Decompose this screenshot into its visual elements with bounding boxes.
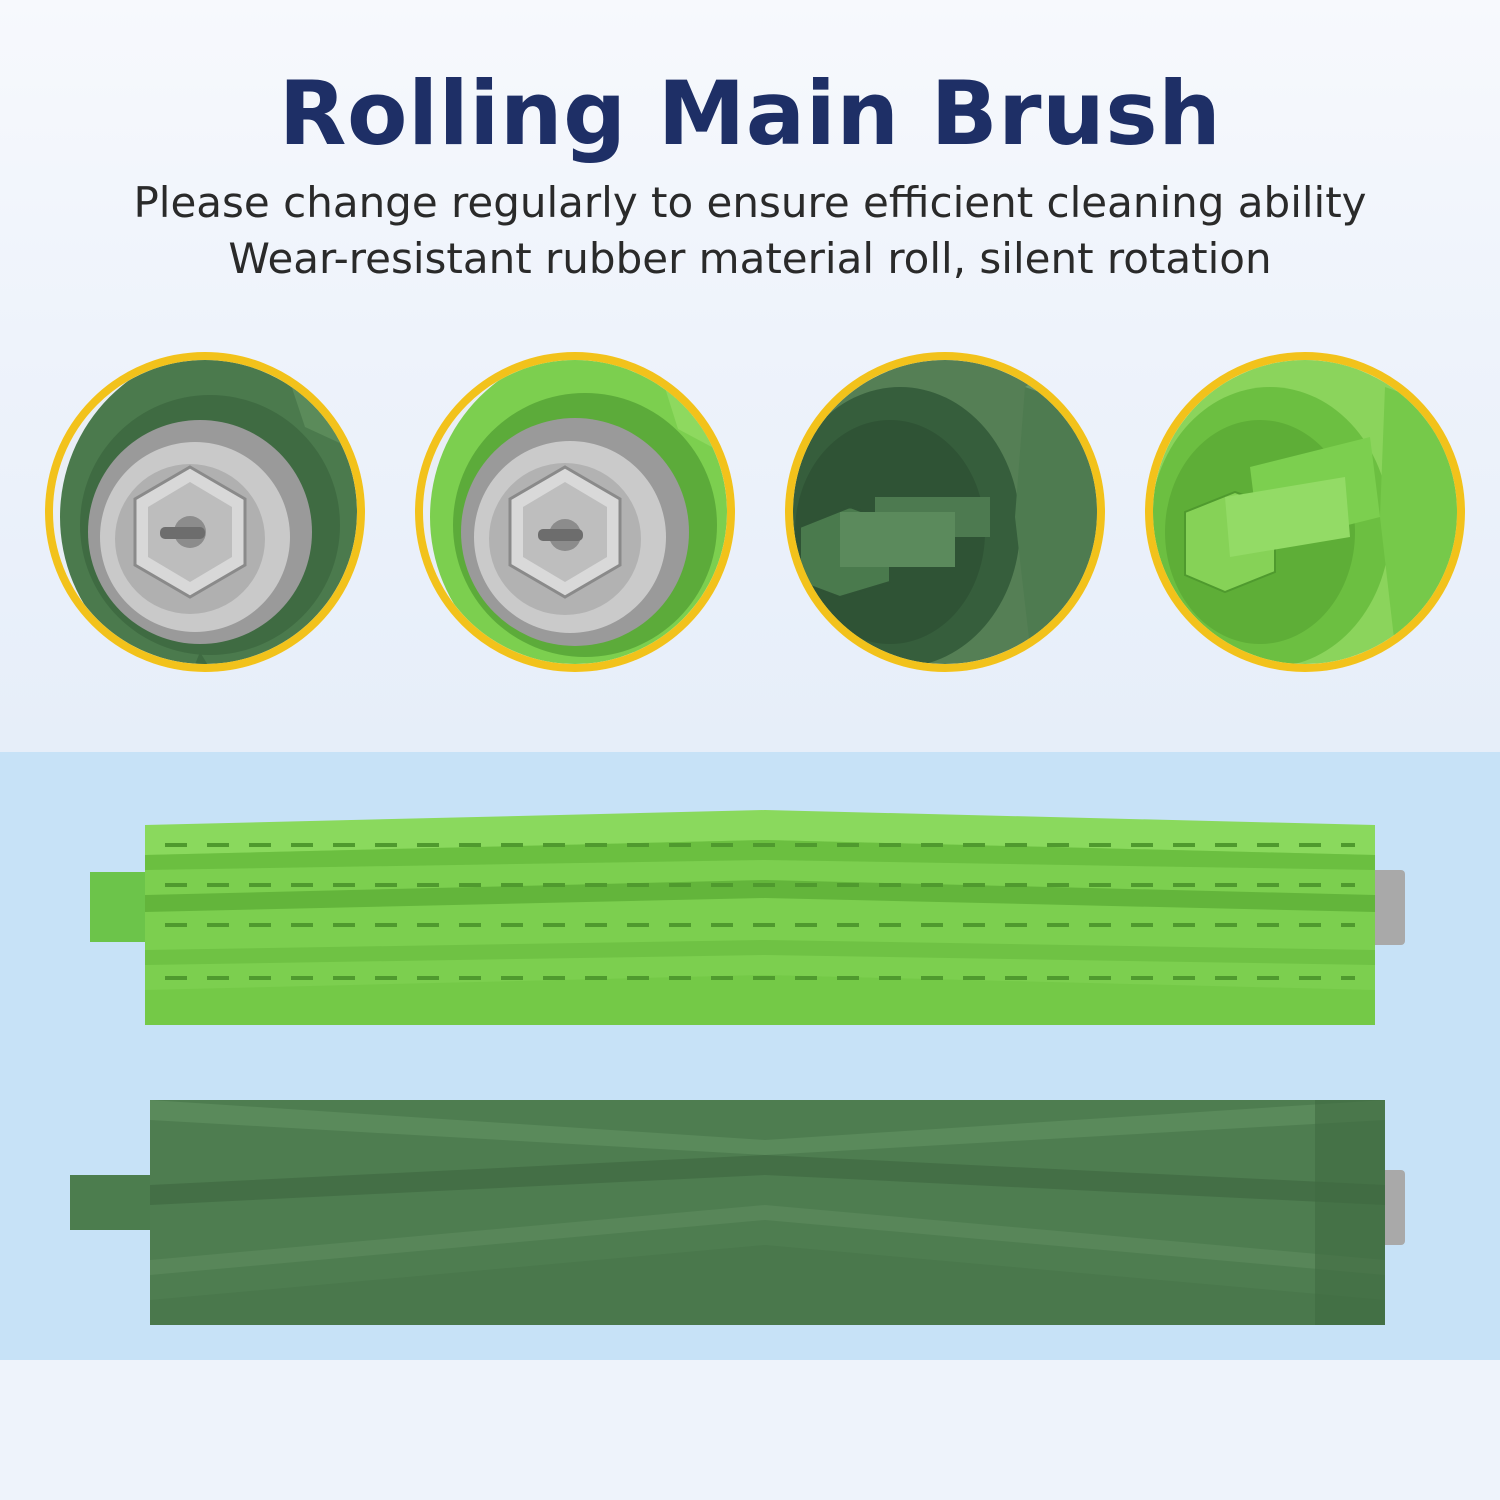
detail-circle-1: [40, 347, 370, 677]
detail-circle-3: [780, 347, 1110, 677]
dark-green-roller: [65, 1095, 1415, 1340]
light-green-roller-hex-shaft-icon: [1145, 352, 1465, 672]
light-green-roller: [85, 800, 1415, 1055]
subtitle-line-1: Please change regularly to ensure effici…: [133, 178, 1367, 227]
dark-green-rolling-brush-icon: [70, 1100, 1405, 1325]
detail-circle-4: [1140, 347, 1470, 677]
page-title: Rolling Main Brush: [278, 62, 1222, 165]
detail-circle-2: [410, 347, 740, 677]
dark-green-roller-end-hex-nut-icon: [45, 352, 365, 672]
dark-green-roller-hex-shaft-icon: [785, 352, 1105, 672]
bottom-background: [0, 1360, 1500, 1500]
subtitle-line-2: Wear-resistant rubber material roll, sil…: [228, 234, 1272, 283]
light-green-roller-end-hex-nut-icon: [415, 352, 735, 672]
light-green-rolling-brush-icon: [90, 810, 1405, 1025]
